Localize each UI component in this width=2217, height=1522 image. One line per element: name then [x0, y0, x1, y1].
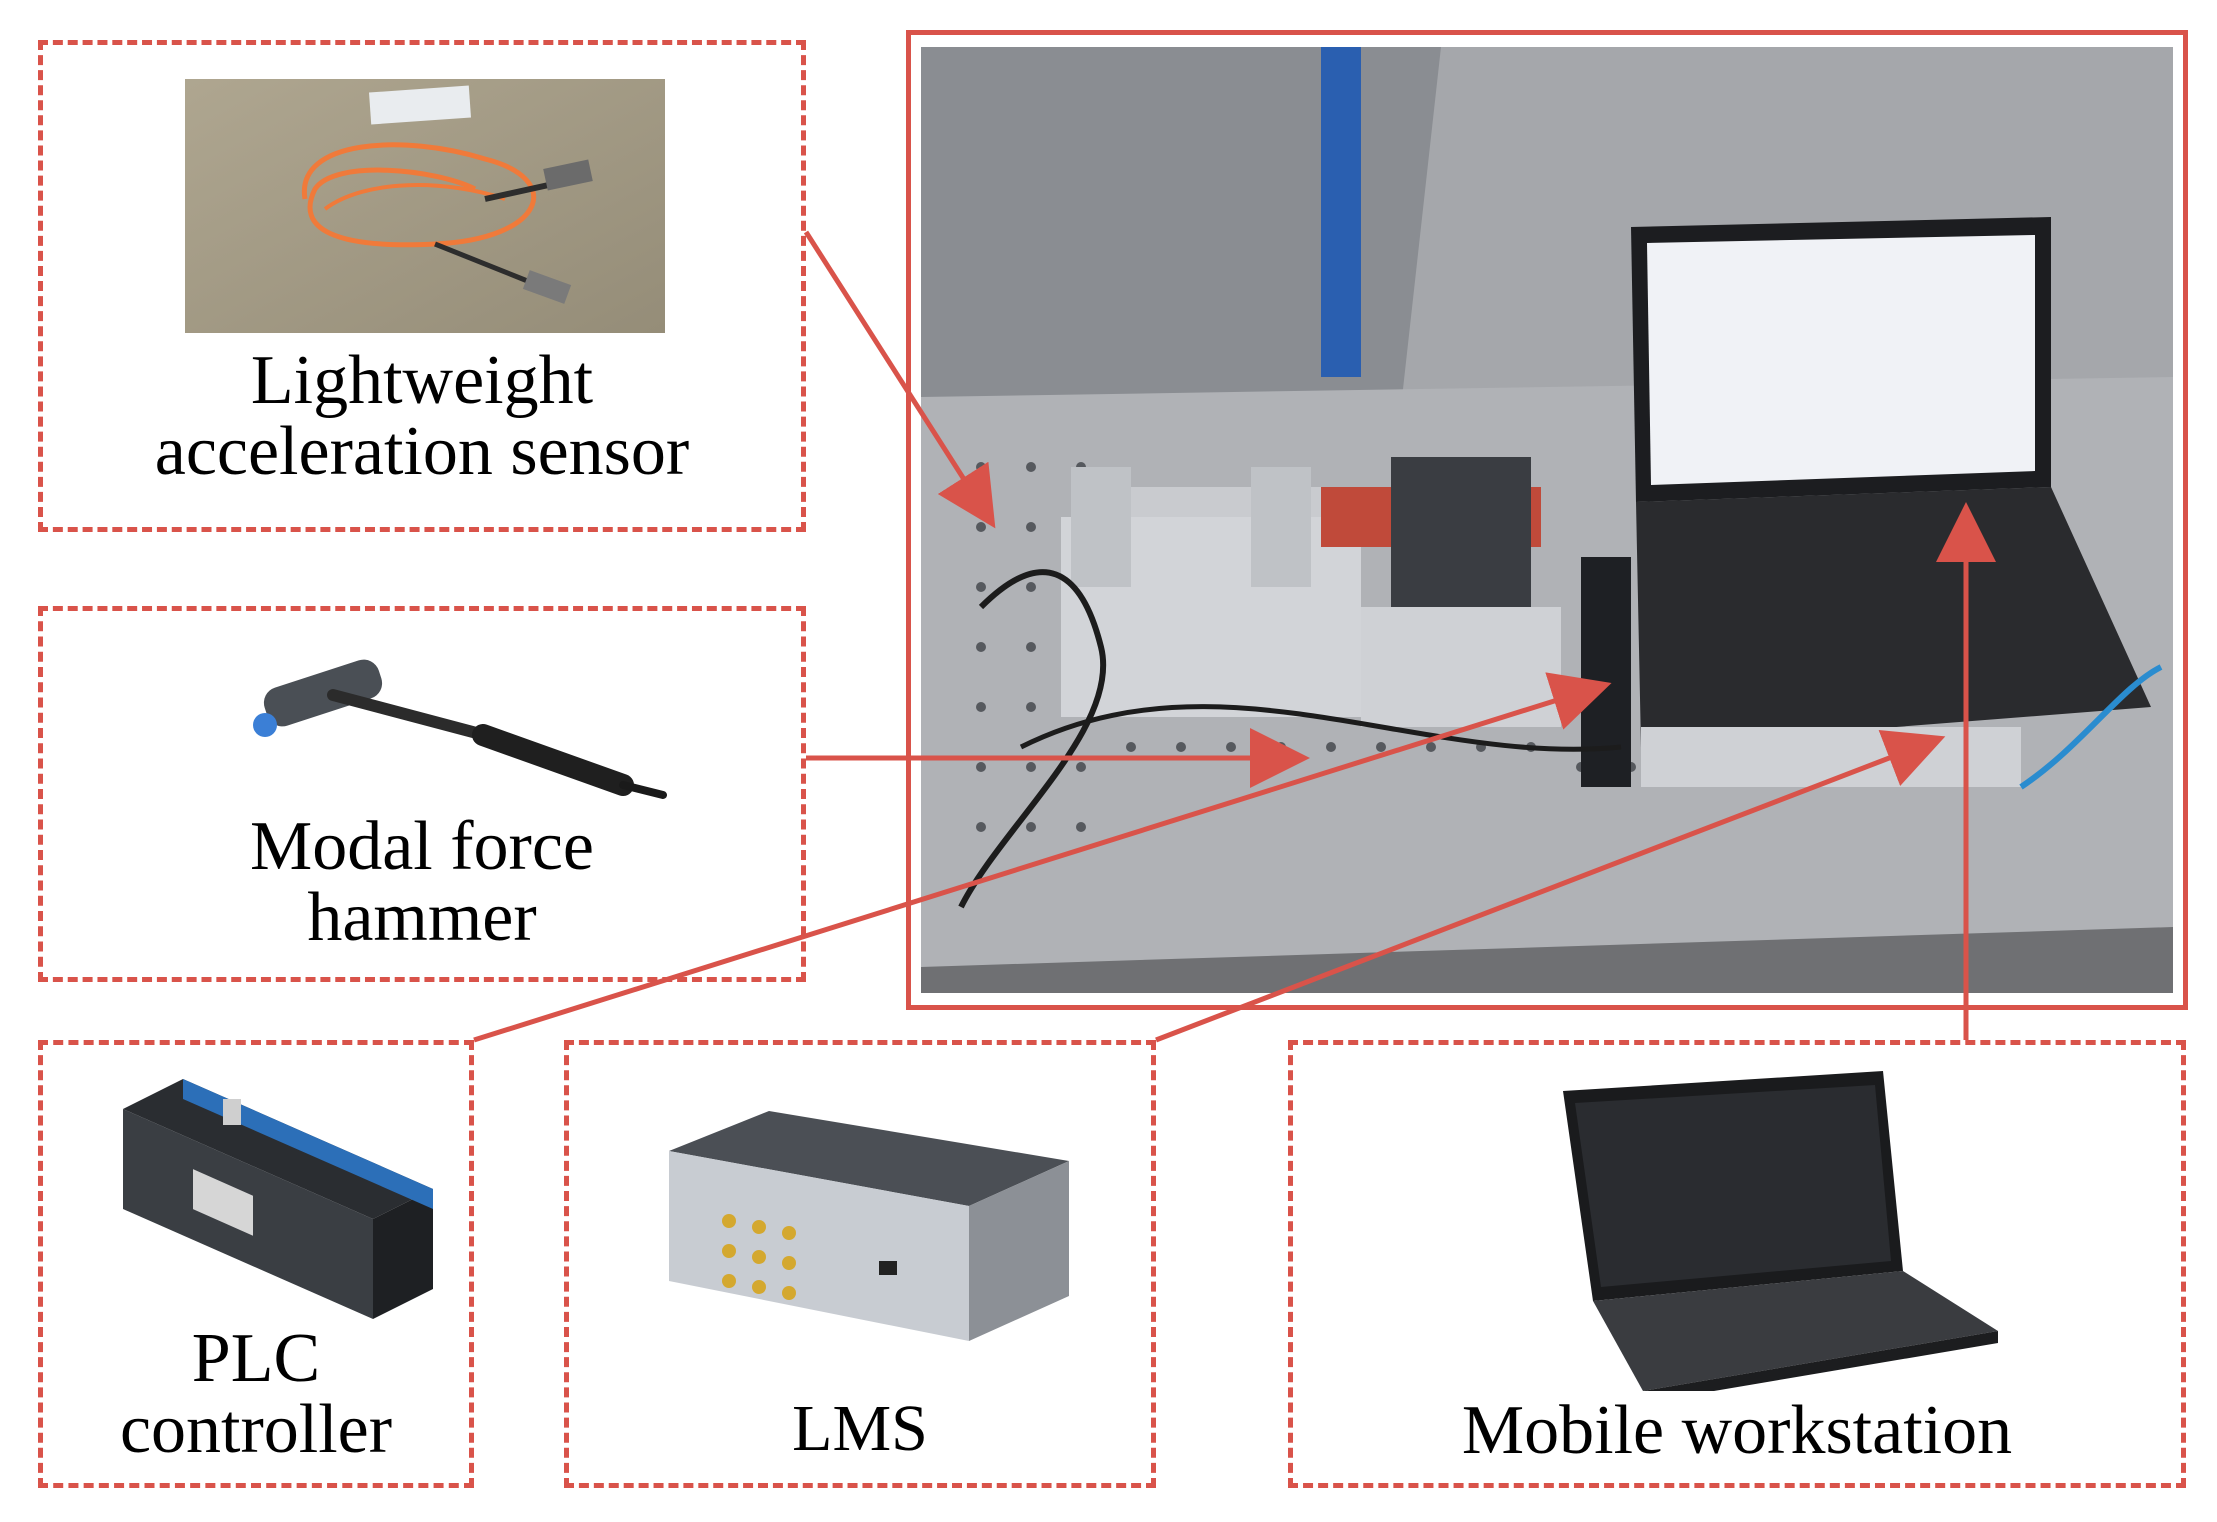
plc-controller-icon — [123, 1079, 433, 1319]
test-bench-photo — [906, 30, 2188, 1010]
force-hammer-box: Modal force hammer — [38, 606, 806, 982]
lms-acquisition-unit-icon — [669, 1111, 1069, 1341]
lms-label: LMS — [792, 1392, 928, 1465]
workstation-box: Mobile workstation — [1288, 1040, 2186, 1488]
force-hammer-icon — [253, 659, 667, 799]
acceleration-sensor-box: Lightweight acceleration sensor — [38, 40, 806, 532]
lms-box: LMS — [564, 1040, 1156, 1488]
test-bench-illustration — [921, 47, 2173, 993]
plc-controller-box: PLC controller — [38, 1040, 474, 1488]
force-hammer-label: Modal force hammer — [249, 808, 595, 957]
acceleration-sensor-label: Lightweight acceleration sensor — [154, 342, 690, 491]
workstation-label: Mobile workstation — [1461, 1392, 2013, 1469]
plc-controller-label: PLC controller — [119, 1320, 393, 1469]
laptop-icon — [1563, 1071, 1998, 1391]
acceleration-sensor-icon — [185, 79, 665, 333]
